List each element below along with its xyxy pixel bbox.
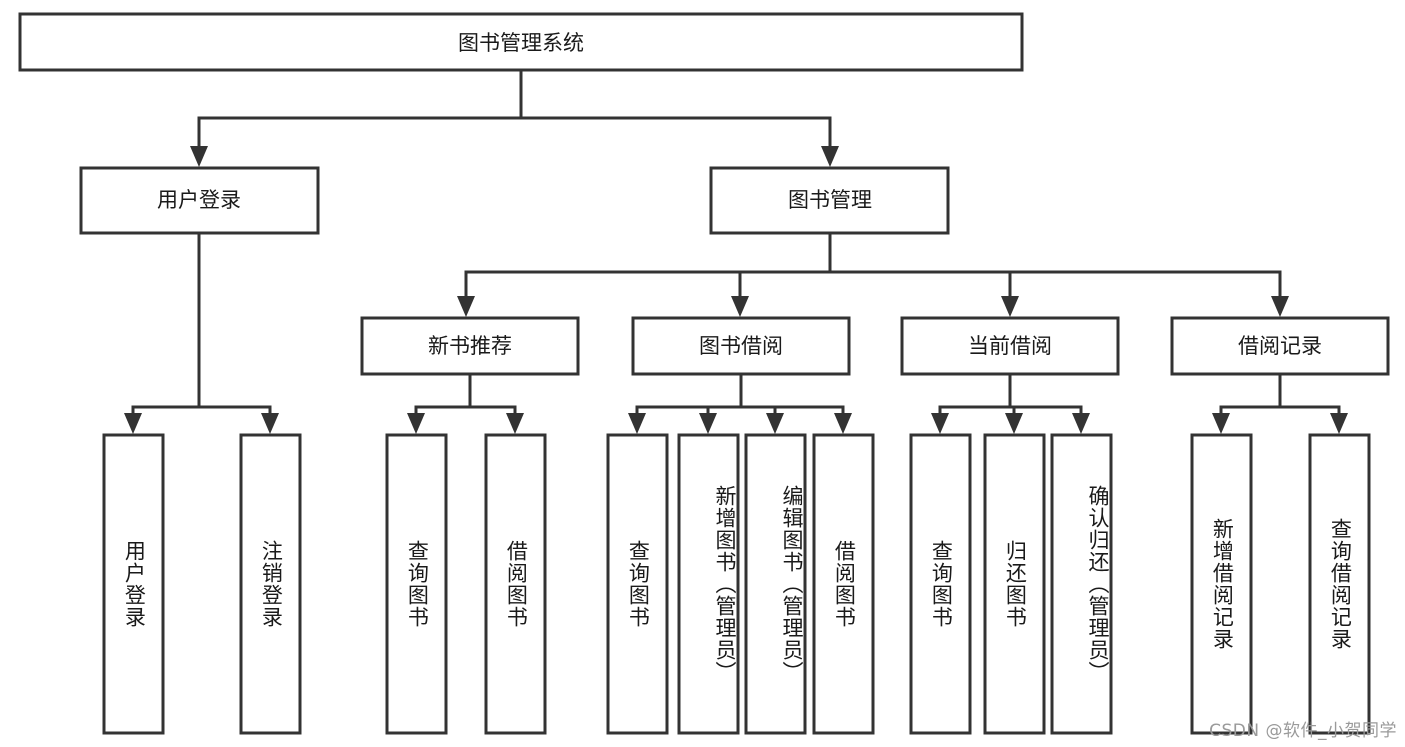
arrowhead-current-leaf1 <box>931 413 949 434</box>
arrowhead-current <box>1001 296 1019 317</box>
node-new-book-recommend-label: 新书推荐 <box>428 334 512 358</box>
node-borrow-records-label: 借阅记录 <box>1238 334 1322 358</box>
node-leaf-confirm-return-admin[interactable] <box>1050 433 1113 735</box>
node-leaf-user-login[interactable] <box>102 433 165 735</box>
arrowhead-newbooks-leaf1 <box>407 413 425 434</box>
node-leaf-add-borrow-record[interactable] <box>1190 433 1253 735</box>
arrowhead-borrow-leaf3 <box>766 413 784 434</box>
node-leaf-return-book[interactable] <box>983 433 1046 735</box>
node-leaf-add-book-admin[interactable] <box>677 433 740 735</box>
node-current-borrow-label: 当前借阅 <box>968 334 1052 358</box>
node-borrow-records[interactable] <box>1170 316 1390 376</box>
arrowhead-leaf-user-login <box>124 413 142 434</box>
node-user-login[interactable] <box>79 166 320 235</box>
node-leaf-logout[interactable] <box>239 433 302 735</box>
node-leaf-borrow-book[interactable] <box>812 433 875 735</box>
node-root[interactable] <box>18 12 1024 72</box>
node-current-borrow[interactable] <box>900 316 1120 376</box>
node-leaf-borrow-book-new[interactable] <box>484 433 547 735</box>
arrowhead-user-login <box>190 146 208 167</box>
node-user-login-label: 用户登录 <box>157 188 241 212</box>
arrowhead-records-leaf1 <box>1212 413 1230 434</box>
node-layer: 图书管理系统 用户登录 图书管理 新书推荐 图书借阅 当前借阅 借阅记录 <box>18 12 1390 735</box>
node-leaf-query-borrow-record[interactable] <box>1308 433 1371 735</box>
arrowhead-newbooks-leaf2 <box>506 413 524 434</box>
arrowhead-leaf-logout <box>261 413 279 434</box>
node-leaf-edit-book-admin[interactable] <box>744 433 807 735</box>
arrowhead-borrow <box>731 296 749 317</box>
node-book-borrow-label: 图书借阅 <box>699 334 783 358</box>
arrowhead-current-leaf2 <box>1005 413 1023 434</box>
arrowhead-book-mgmt <box>821 146 839 167</box>
node-leaf-query-book-new[interactable] <box>385 433 448 735</box>
node-new-book-recommend[interactable] <box>360 316 580 376</box>
node-book-borrow[interactable] <box>631 316 851 376</box>
arrowhead-borrow-leaf2 <box>699 413 717 434</box>
arrowhead-borrow-leaf4 <box>834 413 852 434</box>
arrowhead-new-books <box>457 296 475 317</box>
arrowhead-records-leaf2 <box>1330 413 1348 434</box>
node-root-label: 图书管理系统 <box>458 31 584 55</box>
node-leaf-query-book-borrow[interactable] <box>606 433 669 735</box>
node-book-management-label: 图书管理 <box>788 188 872 212</box>
node-book-management[interactable] <box>709 166 950 235</box>
node-leaf-query-book-current[interactable] <box>909 433 972 735</box>
connector-layer <box>124 68 1348 434</box>
arrowhead-records <box>1271 296 1289 317</box>
watermark: CSDN @软件_小贺同学 <box>1209 721 1397 741</box>
arrowhead-current-leaf3 <box>1072 413 1090 434</box>
arrowhead-borrow-leaf1 <box>628 413 646 434</box>
